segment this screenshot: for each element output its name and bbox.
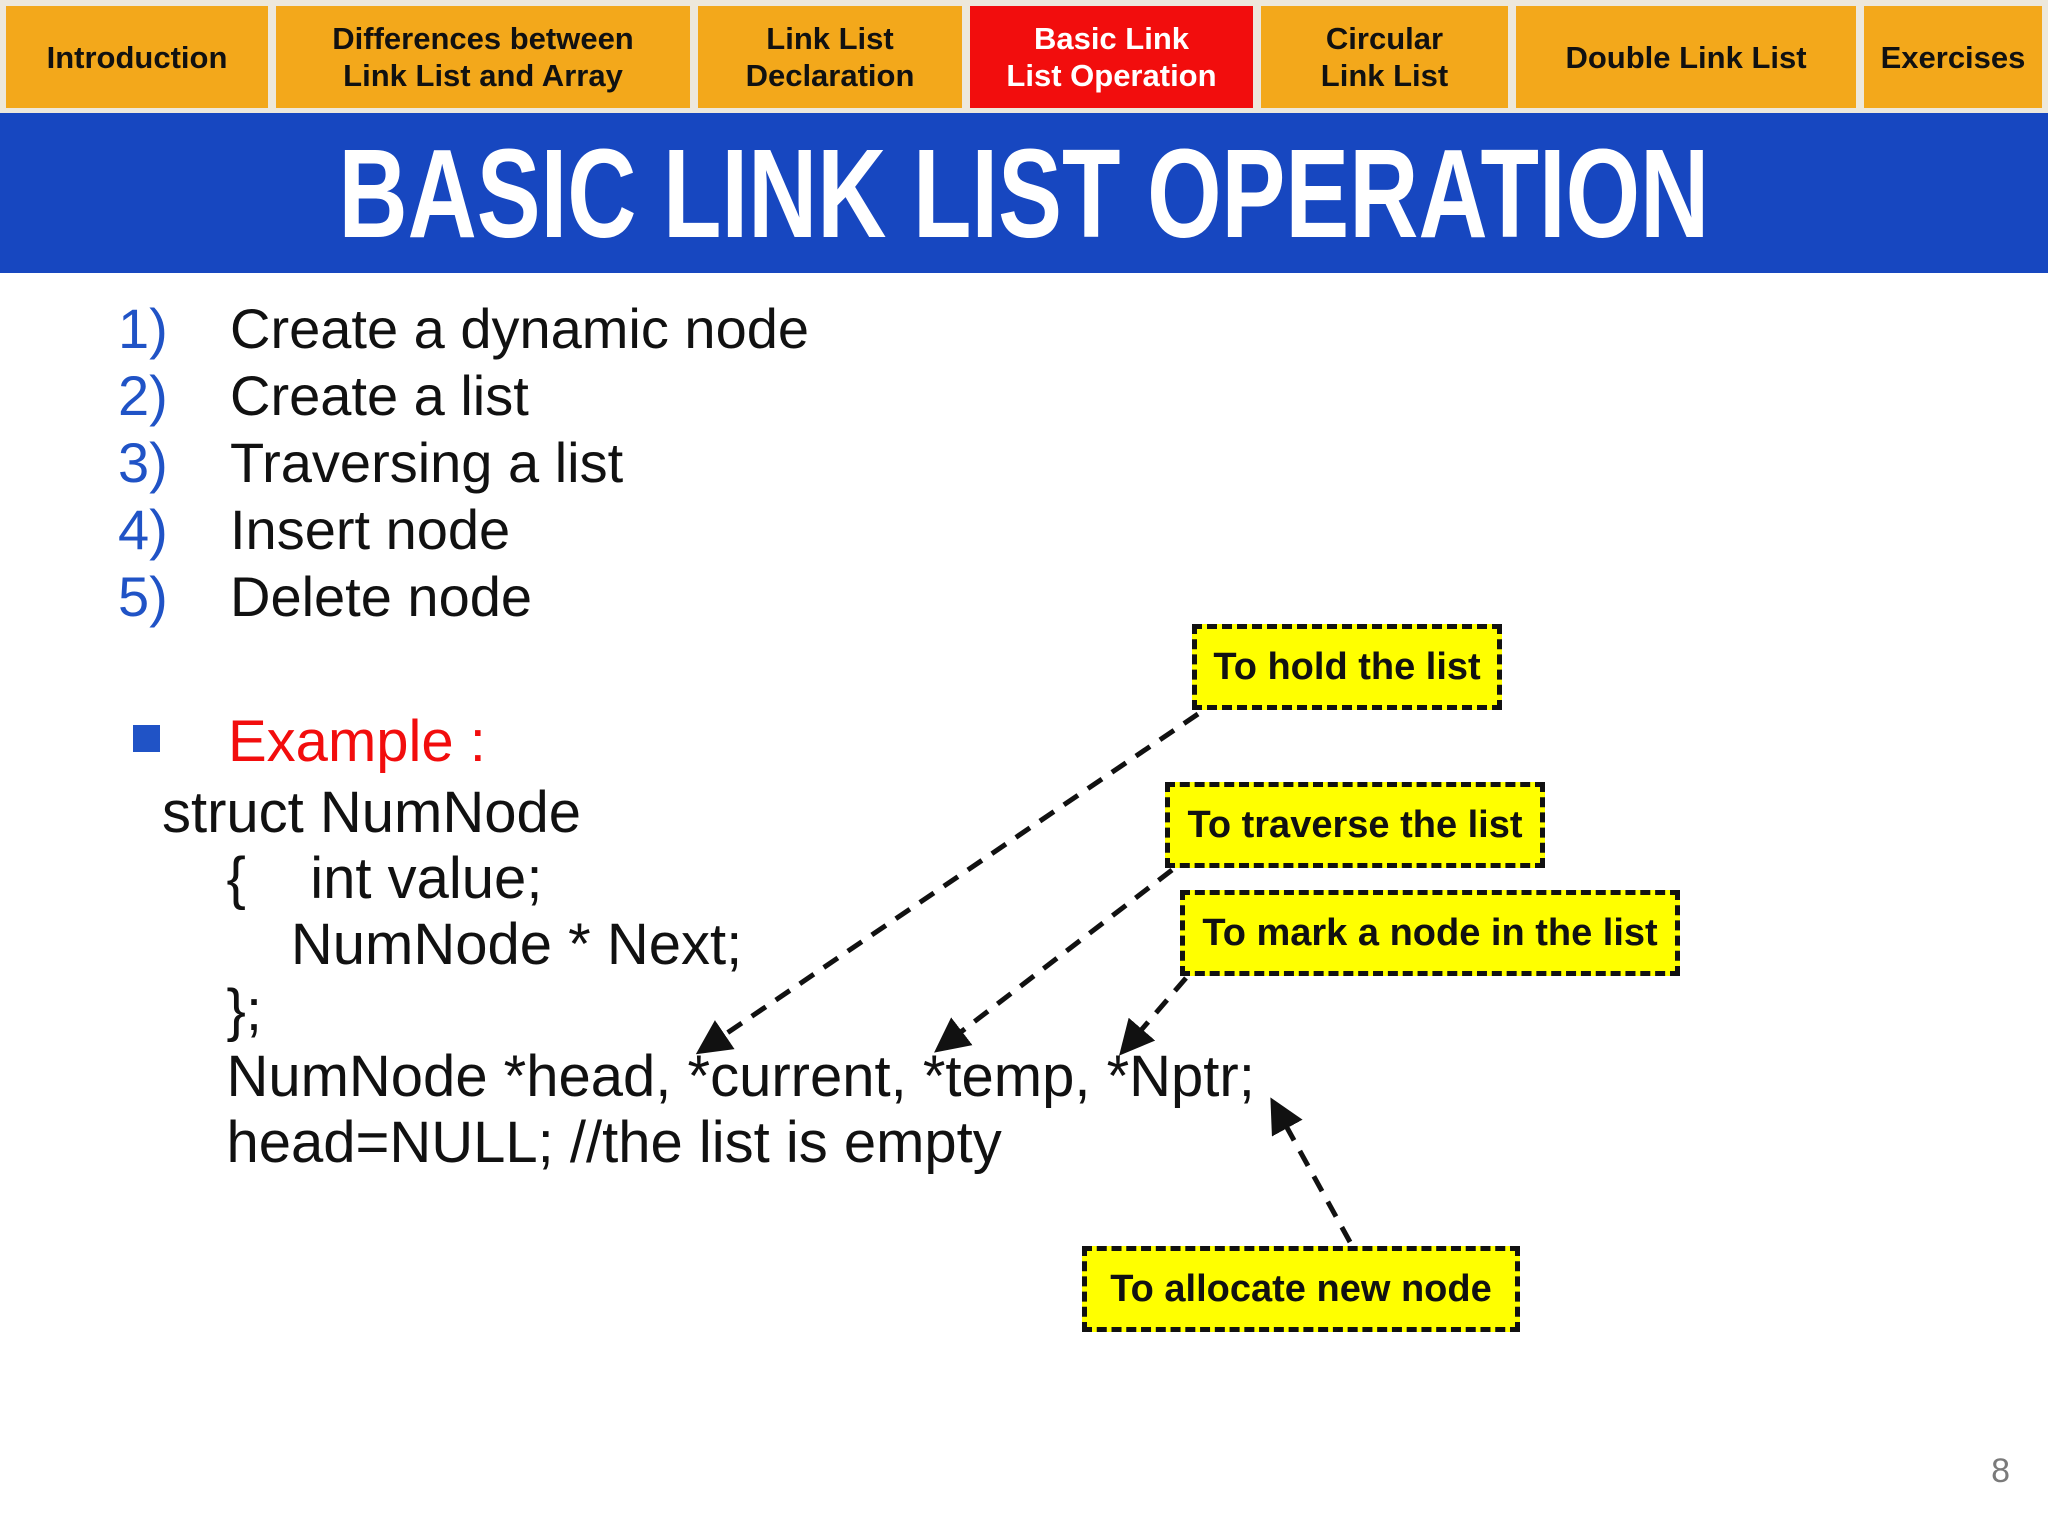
- page-title: BASIC LINK LIST OPERATION: [338, 122, 1710, 264]
- tab-link-list-declaration[interactable]: Link List Declaration: [698, 6, 962, 108]
- tab-circular-link-list[interactable]: Circular Link List: [1261, 6, 1508, 108]
- tab-introduction[interactable]: Introduction: [6, 6, 268, 108]
- list-item: 2) Create a list: [118, 362, 809, 429]
- list-item-text: Create a dynamic node: [230, 297, 810, 360]
- list-item-number: 3): [118, 431, 168, 494]
- callout-hold-the-list: To hold the list: [1192, 624, 1502, 710]
- callout-text: To traverse the list: [1187, 803, 1523, 846]
- callout-allocate-new-node: To allocate new node: [1082, 1246, 1520, 1332]
- title-banner: BASIC LINK LIST OPERATION: [0, 113, 2048, 273]
- example-label: Example :: [228, 708, 486, 774]
- list-item-text: Traversing a list: [230, 431, 624, 494]
- code-line: head=NULL; //the list is empty: [162, 1110, 1002, 1175]
- code-block: struct NumNode { int value; NumNode * Ne…: [162, 780, 1255, 1176]
- code-line: { int value;: [162, 846, 543, 911]
- callout-traverse-the-list: To traverse the list: [1165, 782, 1545, 868]
- list-item-number: 2): [118, 364, 168, 427]
- code-line: NumNode * Next;: [162, 912, 743, 977]
- square-bullet-icon: [133, 724, 160, 752]
- list-item-number: 1): [118, 297, 168, 360]
- example-row: Example :: [133, 706, 486, 776]
- tab-bar: Introduction Differences between Link Li…: [0, 0, 2048, 113]
- code-line: struct NumNode: [162, 780, 582, 845]
- list-item-text: Delete node: [230, 565, 533, 628]
- page-number: 8: [1991, 1452, 2010, 1490]
- list-item: 3) Traversing a list: [118, 429, 809, 496]
- code-line: NumNode *head, *current, *temp, *Nptr;: [162, 1044, 1255, 1109]
- operations-list: 1) Create a dynamic node 2) Create a lis…: [118, 295, 809, 630]
- arrow-allocate-to-nptr: [1270, 1097, 1353, 1244]
- callout-mark-a-node: To mark a node in the list: [1180, 890, 1680, 976]
- tab-double-link-list[interactable]: Double Link List: [1516, 6, 1856, 108]
- list-item: 5) Delete node: [118, 563, 809, 630]
- tab-differences-link-list-array[interactable]: Differences between Link List and Array: [276, 6, 690, 108]
- callout-text: To mark a node in the list: [1202, 911, 1658, 954]
- tab-exercises[interactable]: Exercises: [1864, 6, 2042, 108]
- callout-text: To hold the list: [1213, 645, 1481, 688]
- list-item-number: 4): [118, 498, 168, 561]
- callout-text: To allocate new node: [1110, 1267, 1492, 1310]
- code-line: };: [162, 978, 262, 1043]
- list-item-text: Insert node: [230, 498, 511, 561]
- list-item: 1) Create a dynamic node: [118, 295, 809, 362]
- list-item-number: 5): [118, 565, 168, 628]
- list-item-text: Create a list: [230, 364, 529, 427]
- list-item: 4) Insert node: [118, 496, 809, 563]
- tab-basic-link-list-operation[interactable]: Basic Link List Operation: [970, 6, 1253, 108]
